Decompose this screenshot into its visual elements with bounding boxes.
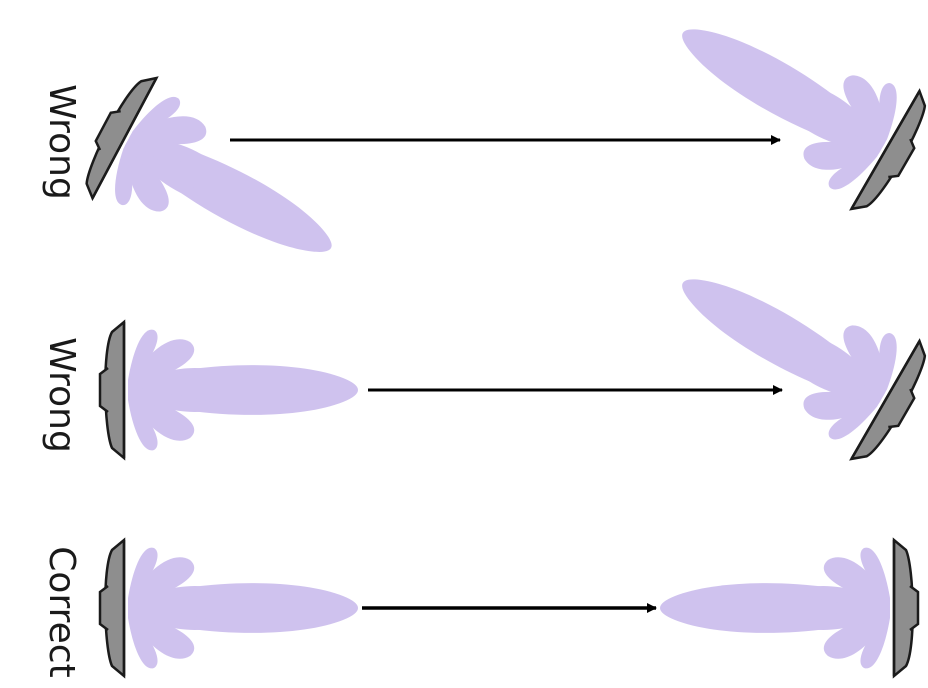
row-2: Wrong <box>41 231 928 471</box>
row-2-right-radiation-pattern <box>653 231 913 451</box>
row-1-label: Wrong <box>41 84 82 200</box>
row-3-label: Correct <box>41 546 82 677</box>
row-2-left-radiation-pattern <box>128 330 358 451</box>
row-1-left-radiation-pattern <box>100 87 360 302</box>
row-3: Correct <box>41 540 918 678</box>
row-3-left-antenna-icon <box>100 540 124 676</box>
row-3-right-radiation-pattern <box>660 548 890 669</box>
row-2-label: Wrong <box>41 337 82 453</box>
row-3-right-antenna-icon <box>894 540 918 676</box>
row-1: Wrong <box>41 0 928 301</box>
row-2-left-antenna-icon <box>100 322 124 458</box>
row-3-left-radiation-pattern <box>128 548 358 669</box>
